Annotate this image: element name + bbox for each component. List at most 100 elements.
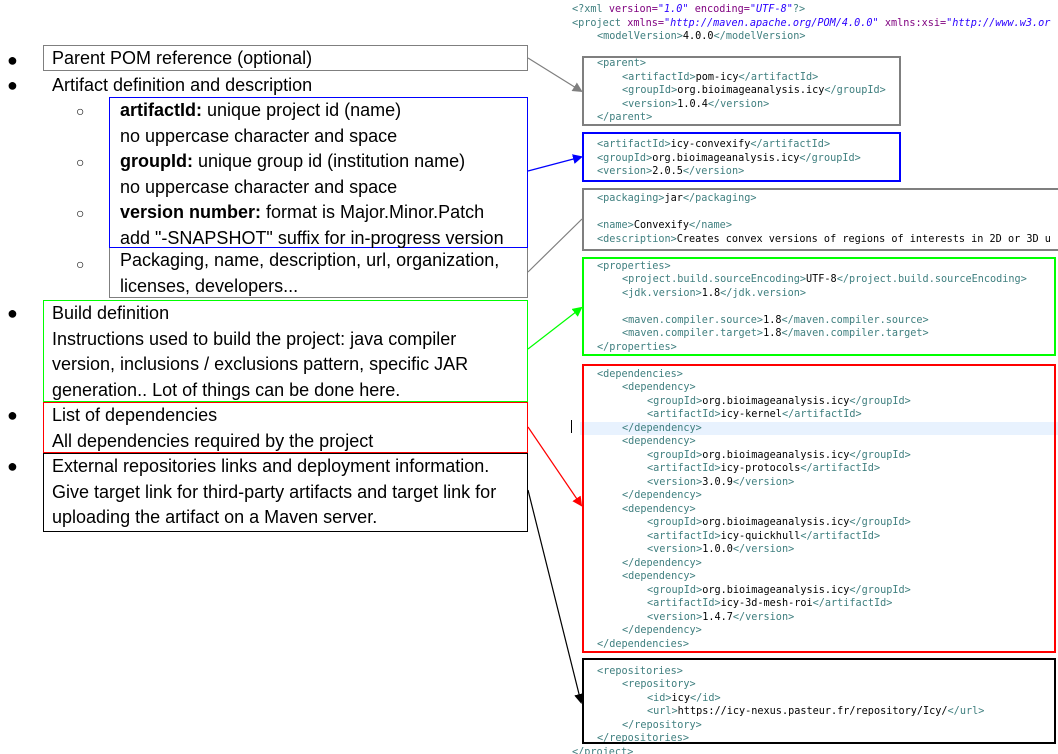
code-line-repo-close: </repository>	[622, 719, 702, 733]
code-value: icy-protocols	[720, 463, 801, 474]
code-line-dep1-artifact: <artifactId>icy-kernel</artifactId>	[647, 408, 862, 422]
code-tag: </groupId>	[799, 152, 861, 164]
code-tag: <jdk.version>	[622, 287, 702, 299]
code-line-repo-url: <url>https://icy-nexus.pasteur.fr/reposi…	[647, 705, 984, 719]
code-tag: <version>	[597, 166, 653, 177]
code-value: Convexify	[633, 220, 690, 231]
code-line-dep1-close: </dependency>	[622, 422, 702, 436]
build-line-2: version, inclusions / exclusions pattern…	[52, 354, 469, 374]
code-value: org.bioimageanalysis.icy	[677, 85, 825, 96]
code-value: org.bioimageanalysis.icy	[702, 517, 850, 528]
pom-xml-code-view: <?xml version="1.0" encoding="UTF-8"?> <…	[567, 0, 1058, 754]
code-value: org.bioimageanalysis.icy	[652, 152, 800, 164]
code-tag: </maven.compiler.source>	[781, 314, 929, 326]
version-line: version number: format is Major.Minor.Pa…	[120, 200, 519, 226]
code-line-parent-artifact: <artifactId>pom-icy</artifactId>	[622, 71, 818, 85]
code-line-repo-open: <repository>	[622, 678, 696, 692]
code-tag: </groupId>	[849, 517, 911, 528]
code-line-dep4-group: <groupId>org.bioimageanalysis.icy</group…	[647, 584, 911, 598]
code-line-prop-tgt: <maven.compiler.target>1.8</maven.compil…	[622, 327, 929, 341]
code-tag: <maven.compiler.target>	[622, 328, 764, 339]
code-tag: <id>	[647, 692, 672, 704]
code-value: jar	[664, 193, 683, 204]
code-value: 1.0.0	[702, 544, 733, 555]
code-tag: </groupId>	[849, 584, 911, 596]
artifactid-note: no uppercase character and space	[120, 125, 398, 146]
code-tag: </project.build.sourceEncoding>	[836, 274, 1027, 285]
bullet: ●	[7, 75, 18, 95]
code-tag: <repository>	[622, 679, 696, 690]
code-line-dep3-version: <version>1.0.0</version>	[647, 543, 794, 557]
code-tag: <version>	[622, 98, 678, 110]
packaging-line-1: Packaging, name, description, url, organ…	[120, 250, 500, 270]
artifact-definition-text: Artifact definition and description	[52, 75, 313, 95]
code-line-dep2-open: <dependency>	[622, 435, 696, 449]
code-tag: </maven.compiler.target>	[781, 328, 929, 339]
code-line-dep2-close: </dependency>	[622, 489, 702, 503]
code-value: 4.0.0	[682, 31, 714, 42]
code-tag: </version>	[732, 476, 795, 488]
groupid-note: no uppercase character and space	[120, 176, 398, 197]
code-line-repos-open: <repositories>	[597, 665, 683, 679]
code-tag: </groupId>	[849, 395, 911, 407]
code-value: 1.8	[763, 328, 782, 339]
code-tag: </properties>	[597, 341, 677, 353]
code-tag: </artifactId>	[800, 530, 881, 542]
code-value: 1.4.7	[702, 611, 733, 623]
repos-title: External repositories links and deployme…	[52, 456, 490, 476]
parent-pom-box: Parent POM reference (optional)	[43, 45, 528, 71]
code-value: org.bioimageanalysis.icy	[702, 584, 850, 596]
sub-bullet: ○	[76, 205, 85, 221]
code-line-project-close: </project>	[572, 746, 633, 754]
version-desc: format is Major.Minor.Patch	[261, 202, 485, 222]
code-tag: </artifactId>	[781, 409, 862, 420]
code-value: Creates convex versions of regions of in…	[676, 233, 1051, 245]
code-value: pom-icy	[695, 71, 739, 83]
code-value: icy-kernel	[720, 409, 782, 420]
code-tag: <artifactId>	[647, 409, 721, 420]
code-tag: <url>	[647, 706, 678, 717]
code-tag: <artifactId>	[647, 530, 721, 542]
code-line-parent-close: </parent>	[597, 111, 652, 125]
code-value: UTF-8	[806, 274, 837, 285]
code-tag: </parent>	[597, 112, 653, 123]
code-value: 2.0.5	[652, 166, 683, 177]
code-tag: </dependency>	[622, 557, 702, 569]
deps-line-1: All dependencies required by the project	[52, 430, 374, 451]
code-value: org.bioimageanalysis.icy	[702, 449, 850, 461]
code-tag: <artifactId>	[647, 463, 721, 474]
current-line-highlight	[580, 421, 1058, 435]
code-tag: </modelVersion>	[713, 31, 806, 42]
parent-pom-text: Parent POM reference (optional)	[52, 48, 313, 68]
code-line-deps-close: </dependencies>	[597, 638, 689, 652]
sub-bullet: ○	[76, 103, 85, 119]
code-line-repos-close: </repositories>	[597, 732, 689, 746]
code-line-repo-id: <id>icy</id>	[647, 692, 721, 706]
code-line-packaging: <packaging>jar</packaging>	[597, 192, 756, 206]
sub-bullet: ○	[76, 256, 85, 272]
code-line-prop-jdk: <jdk.version>1.8</jdk.version>	[622, 287, 806, 301]
code-tag: </jdk.version>	[720, 287, 807, 299]
code-tag: </version>	[732, 544, 795, 555]
code-line-props-open: <properties>	[597, 260, 671, 274]
groupid-desc: unique group id (institution name)	[192, 151, 466, 171]
code-tag: <repositories>	[597, 665, 683, 677]
code-tag: </dependencies>	[597, 638, 690, 650]
code-value: icy	[671, 692, 690, 704]
build-title: Build definition	[52, 303, 170, 323]
repos-line-2: uploading the artifact on a Maven server…	[52, 507, 378, 527]
code-tag: </repository>	[622, 719, 702, 731]
build-line-3: generation.. Lot of things can be done h…	[52, 379, 401, 400]
code-tag: <dependency>	[622, 571, 696, 582]
code-line-dep2-group: <groupId>org.bioimageanalysis.icy</group…	[647, 449, 911, 463]
code-tag: <dependency>	[622, 503, 696, 515]
code-tag: <version>	[647, 611, 703, 623]
bullet: ●	[7, 50, 18, 70]
code-tag: </project>	[572, 746, 634, 754]
artifactid-desc: unique project id (name)	[202, 100, 402, 120]
code-tag: </artifactId>	[812, 598, 893, 609]
repos-line-1: Give target link for third-party artifac…	[52, 481, 497, 502]
code-line-name: <name>Convexify</name>	[597, 219, 732, 233]
artifact-definition-heading: Artifact definition and description	[43, 72, 528, 98]
code-line-group: <groupId>org.bioimageanalysis.icy</group…	[597, 152, 861, 166]
